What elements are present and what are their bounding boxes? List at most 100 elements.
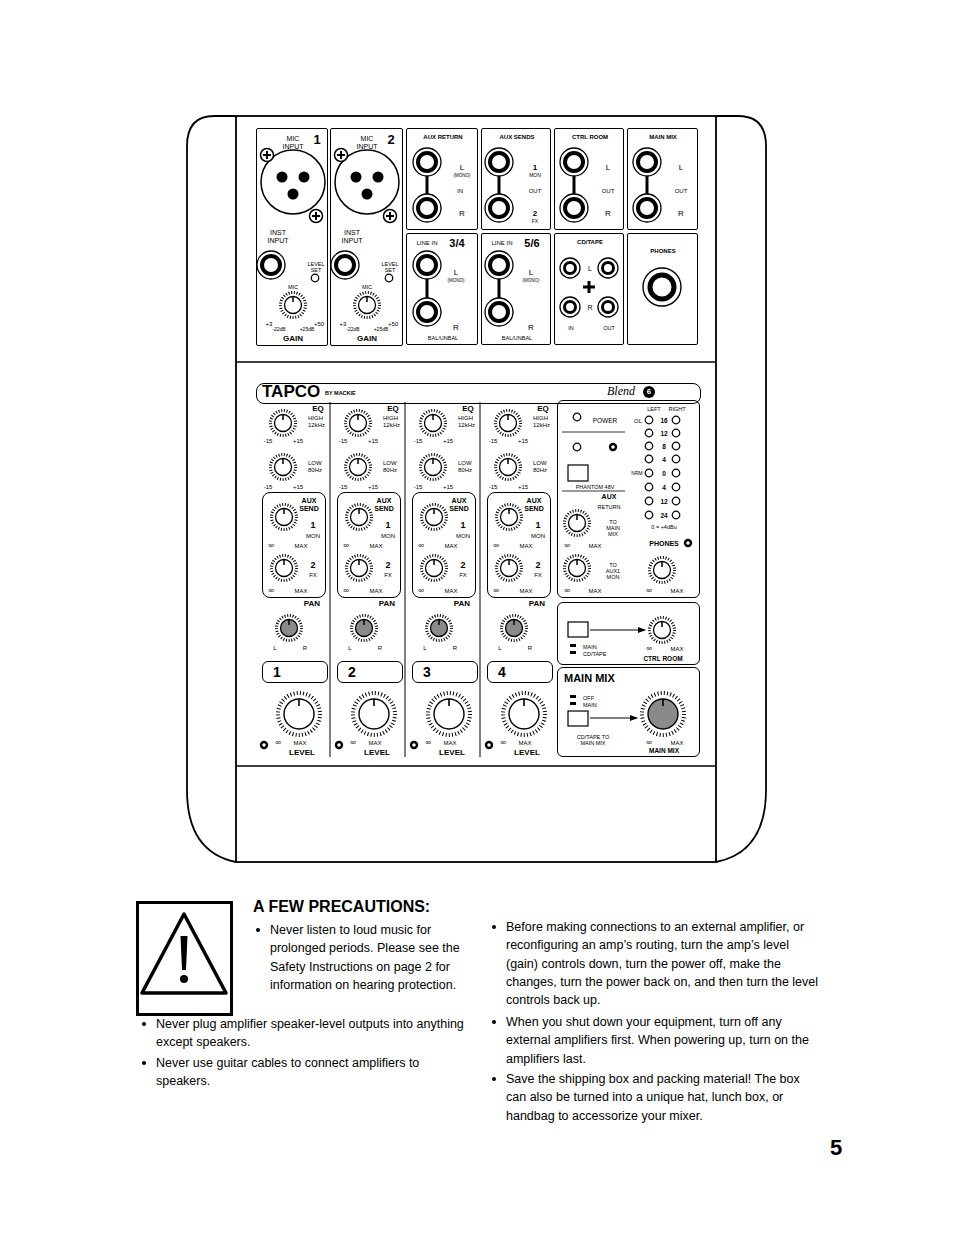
panel-label: 1 <box>533 164 537 173</box>
panel-label: MAX <box>519 543 532 550</box>
panel-label: NRM <box>631 471 642 477</box>
panel-label: OUT <box>529 188 542 195</box>
panel-label: OUT <box>675 188 688 195</box>
panel-label: +50 <box>388 321 398 328</box>
panel-label: GAIN <box>357 335 377 344</box>
panel-label: 0 <box>662 470 666 477</box>
mixer-panel <box>236 116 716 862</box>
screw <box>310 210 323 223</box>
control-label: LEVEL <box>364 749 390 758</box>
panel-label: MAIN MIX <box>564 672 615 684</box>
panel-label: Blend <box>607 385 635 398</box>
warning-sign <box>138 903 232 1015</box>
panel-box: AUX RETURNL(MONO)INR <box>406 128 478 230</box>
panel-label: ∞ <box>268 542 274 551</box>
panel-label: TO MAIN MIX <box>603 519 623 537</box>
panel-label: INST INPUT <box>338 229 366 244</box>
control-label: EQ <box>462 405 474 414</box>
panel-label: ∞ <box>418 587 424 596</box>
panel-label: MON <box>456 533 470 540</box>
control-label: -15 <box>489 484 498 491</box>
control-label: L <box>423 645 426 652</box>
panel-label: BAL/UNBAL <box>428 335 458 341</box>
led <box>311 274 319 282</box>
panel-label: FX <box>309 572 317 579</box>
control-label: MAX <box>293 740 306 747</box>
control-label: LEVEL <box>289 749 315 758</box>
control-label: -15 <box>489 438 498 445</box>
panel-box: MIC INPUT1INST INPUTLEVEL SETMIC+3+50-22… <box>256 128 328 346</box>
screw <box>261 149 274 162</box>
panel-box: MAINCD/TAPE∞MAXCTRL ROOM <box>557 602 700 665</box>
control-label: EQ <box>537 405 549 414</box>
panel-box: 3 <box>412 661 478 683</box>
panel-label: 1 <box>310 521 315 531</box>
panel-label: MAX <box>369 588 382 595</box>
panel-label: ∞ <box>493 587 499 596</box>
control-label: PAN <box>304 600 320 609</box>
bullet-dot <box>492 925 496 929</box>
control-label: HIGH 12kHz <box>383 415 409 428</box>
panel-box: AUX SEND1MON∞MAX2FX∞MAX <box>262 492 326 598</box>
panel-label: ∞ <box>646 645 652 654</box>
panel-box: LINE IN5/6L(MONO)RBAL/UNBAL <box>481 233 551 345</box>
rca-jack <box>598 297 618 317</box>
panel-label: MAX <box>670 588 683 595</box>
control-label: ∞ <box>275 739 281 748</box>
bullet-dot <box>256 928 260 932</box>
panel-divider <box>236 361 716 363</box>
jack <box>413 148 441 176</box>
strip-dividers <box>330 402 480 757</box>
precaution-text: Never listen to loud music for prolonged… <box>270 921 462 994</box>
phones-jack <box>643 268 681 306</box>
panel-box: POWERPHANTOM 48VLEFTRIGHTOL161284NRM0412… <box>557 400 700 598</box>
control-label: -15 <box>264 484 273 491</box>
panel-label: 1 <box>460 521 465 531</box>
rca-jack <box>560 297 580 317</box>
jack <box>485 251 513 279</box>
panel-label: BY MACKIE <box>325 390 356 396</box>
panel-box: CTRL ROOMLOUTR <box>554 128 624 230</box>
panel-label: 3/4 <box>449 237 464 249</box>
control-label: MAX <box>518 740 531 747</box>
control-label: LOW 80Hz <box>308 460 334 473</box>
jack <box>485 148 513 176</box>
control-label: +15 <box>368 438 378 445</box>
precaution-text: Never plug amplifier speaker-level outpu… <box>156 1015 476 1052</box>
panel-label: MAX <box>294 588 307 595</box>
control-label: -15 <box>264 438 273 445</box>
panel-label: CTRL ROOM <box>643 655 682 662</box>
panel-label: FX <box>532 219 538 225</box>
panel-label: AUX SEND <box>296 497 322 512</box>
panel-label: TO AUX1 MON <box>603 562 623 580</box>
plus-symbol <box>583 281 595 293</box>
panel-box: MIC INPUT2INST INPUTLEVEL SETMIC+3+50-22… <box>330 128 403 346</box>
panel-label: IN <box>568 325 574 331</box>
control-label: ∞ <box>500 739 506 748</box>
panel-label: CD/TAPE <box>577 239 603 246</box>
panel-label: MIC INPUT <box>352 135 382 150</box>
panel-label: 2 <box>348 665 356 680</box>
jack <box>485 298 513 326</box>
panel-label: R <box>453 324 459 333</box>
panel-label: 1 <box>385 521 390 531</box>
panel-label: AUX SEND <box>446 497 472 512</box>
control-label: +15 <box>443 438 453 445</box>
panel-label: OUT <box>602 188 615 195</box>
panel-label: MAX <box>294 543 307 550</box>
panel-box: MAIN MIXLOUTR <box>627 128 698 230</box>
panel-label: 2 <box>310 561 315 571</box>
precaution-text: Before making connections to an external… <box>506 918 821 1009</box>
panel-label: CTRL ROOM <box>572 134 608 141</box>
panel-label: (MONO) <box>523 279 540 284</box>
panel-label: AUX SEND <box>521 497 547 512</box>
panel-label: ∞ <box>268 587 274 596</box>
control-label: L <box>348 645 351 652</box>
panel-label: TAPCO <box>262 383 320 402</box>
panel-box: PHONES <box>627 233 698 345</box>
panel-label: LINE IN <box>491 240 512 247</box>
control-label: L <box>498 645 501 652</box>
control-label: EQ <box>312 405 324 414</box>
page-number: 5 <box>830 1136 842 1160</box>
control-label: -15 <box>414 484 423 491</box>
